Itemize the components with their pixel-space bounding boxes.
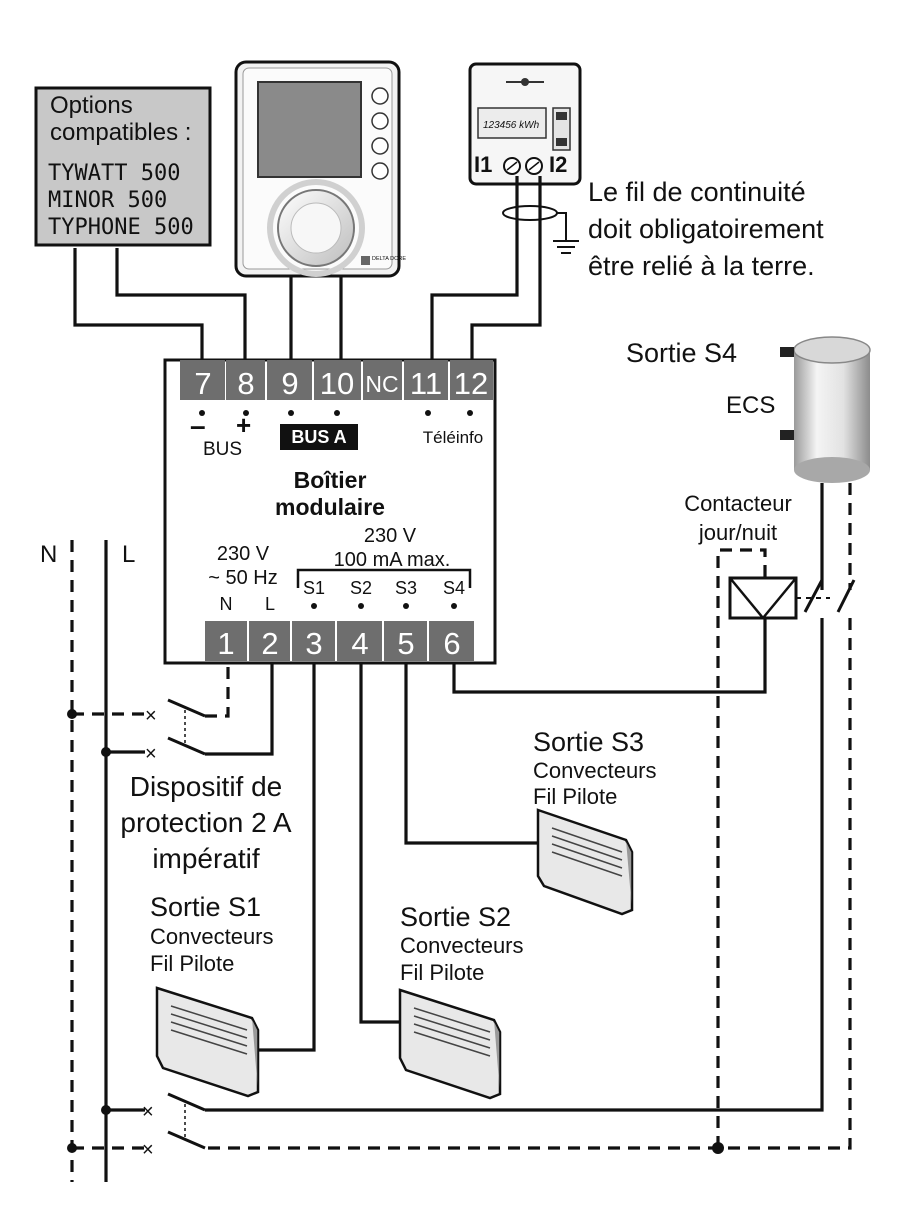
s3-line3: Fil Pilote	[533, 784, 617, 809]
brand-text: DELTA DORE	[372, 256, 406, 262]
teleinfo-label: Téléinfo	[423, 428, 483, 447]
breaker-cross-icon: ×	[142, 1139, 154, 1161]
wire-s4	[452, 618, 767, 694]
ground-symbol-icon	[553, 240, 579, 254]
terminal-9: 9	[281, 366, 298, 401]
options-title-2: compatibles :	[50, 119, 191, 146]
top-terminal-strip: 7 8 9 10 NC 11 12	[180, 360, 493, 401]
s1-line2: Convecteurs	[150, 924, 274, 949]
terminal-5: 5	[397, 626, 414, 661]
s1-title: Sortie S1	[150, 892, 261, 922]
s1-line3: Fil Pilote	[150, 951, 234, 976]
terminal-11: 11	[410, 366, 442, 401]
terminal-10: 10	[320, 366, 354, 401]
wire-heater-live	[205, 618, 824, 1112]
power-voltage: 230 V	[217, 543, 270, 565]
ground-note-1: Le fil de continuité	[588, 177, 806, 207]
protection-breaker: × ×	[67, 663, 274, 765]
output-s4-label: S4	[443, 578, 465, 598]
breaker-cross-icon: ×	[145, 743, 157, 765]
terminal-2: 2	[261, 626, 278, 661]
energy-meter: 123456 kWh I1 I2	[468, 62, 582, 186]
output-s2-label: S2	[350, 578, 372, 598]
ground-loop	[502, 205, 558, 221]
terminal-1: 1	[217, 626, 234, 661]
option-item-2: MINOR 500	[48, 188, 167, 213]
wire-s2	[359, 663, 400, 1024]
s3-line2: Convecteurs	[533, 758, 657, 783]
bus-minus: –	[190, 410, 206, 441]
s2-line2: Convecteurs	[400, 933, 524, 958]
output-s3-label: S3	[395, 578, 417, 598]
module-title-1: Boîtier	[294, 467, 367, 493]
meter-terminal-i1: I1	[474, 152, 492, 177]
power-l-label: L	[265, 594, 275, 614]
terminal-12: 12	[454, 366, 488, 401]
water-heater-icon	[780, 336, 871, 483]
bus-a-label: BUS A	[291, 427, 346, 447]
terminal-8: 8	[237, 366, 254, 401]
meter-display	[477, 107, 547, 139]
thermostat-button-icon	[371, 137, 389, 155]
breaker-cross-icon: ×	[145, 705, 157, 727]
wire-s1	[258, 663, 316, 1052]
contactor-label-2: jour/nuit	[698, 520, 777, 545]
protection-note-3: impératif	[152, 843, 260, 874]
s2-title: Sortie S2	[400, 902, 511, 932]
module-box: 7 8 9 10 NC 11 12 – + BUS BUS A Téléinfo…	[163, 358, 497, 665]
brand-logo-icon	[361, 256, 370, 265]
supply-n-label: N	[40, 541, 57, 568]
breaker-cross-icon: ×	[142, 1101, 154, 1123]
contactor-coil-icon	[716, 548, 830, 1148]
output-s1-label: S1	[303, 578, 325, 598]
thermostat-device: DELTA DORE	[234, 60, 406, 278]
meter-terminal-i2: I2	[549, 152, 567, 177]
thermostat-screen	[257, 81, 362, 178]
thermostat-button-icon	[371, 112, 389, 130]
meter-reading: 123456 kWh	[483, 120, 540, 131]
power-frequency: ~ 50 Hz	[208, 567, 277, 589]
ground-note-2: doit obligatoirement	[588, 214, 824, 244]
s4-title: Sortie S4	[626, 338, 737, 368]
terminal-nc: NC	[365, 371, 398, 397]
wire-heater-neutral	[205, 618, 852, 1150]
options-title-1: Options	[50, 92, 133, 119]
protection-note-1: Dispositif de	[130, 771, 283, 802]
bus-label: BUS	[203, 439, 242, 460]
options-box: Options compatibles : TYWATT 500 MINOR 5…	[34, 86, 212, 247]
module-title-2: modulaire	[275, 494, 385, 520]
bottom-terminal-strip: 1 2 3 4 5 6	[205, 621, 474, 661]
ground-note-3: être relié à la terre.	[588, 251, 815, 281]
top-wires	[73, 176, 579, 362]
power-n-label: N	[220, 594, 233, 614]
s2-line3: Fil Pilote	[400, 960, 484, 985]
outputs-current: 100 mA max.	[334, 549, 451, 571]
heater-breaker: × ×	[67, 1092, 206, 1161]
supply-l-label: L	[122, 541, 135, 568]
s3-title: Sortie S3	[533, 727, 644, 757]
thermostat-button-icon	[371, 162, 389, 180]
terminal-6: 6	[443, 626, 460, 661]
contactor-switch-icon	[803, 579, 856, 613]
convector-s3-icon	[536, 808, 634, 916]
s4-device-label: ECS	[726, 392, 775, 419]
contactor-label-1: Contacteur	[684, 491, 792, 516]
convector-s1-icon	[155, 986, 260, 1098]
option-item-3: TYPHONE 500	[48, 215, 194, 240]
convector-s2-icon	[398, 988, 502, 1100]
terminal-3: 3	[305, 626, 322, 661]
outputs-voltage: 230 V	[364, 525, 417, 547]
protection-note-2: protection 2 A	[120, 807, 292, 838]
wire-s3	[404, 663, 538, 845]
bus-plus: +	[236, 410, 251, 440]
terminal-4: 4	[351, 626, 368, 661]
terminal-7: 7	[194, 366, 211, 401]
option-item-1: TYWATT 500	[48, 161, 180, 186]
thermostat-button-icon	[371, 87, 389, 105]
